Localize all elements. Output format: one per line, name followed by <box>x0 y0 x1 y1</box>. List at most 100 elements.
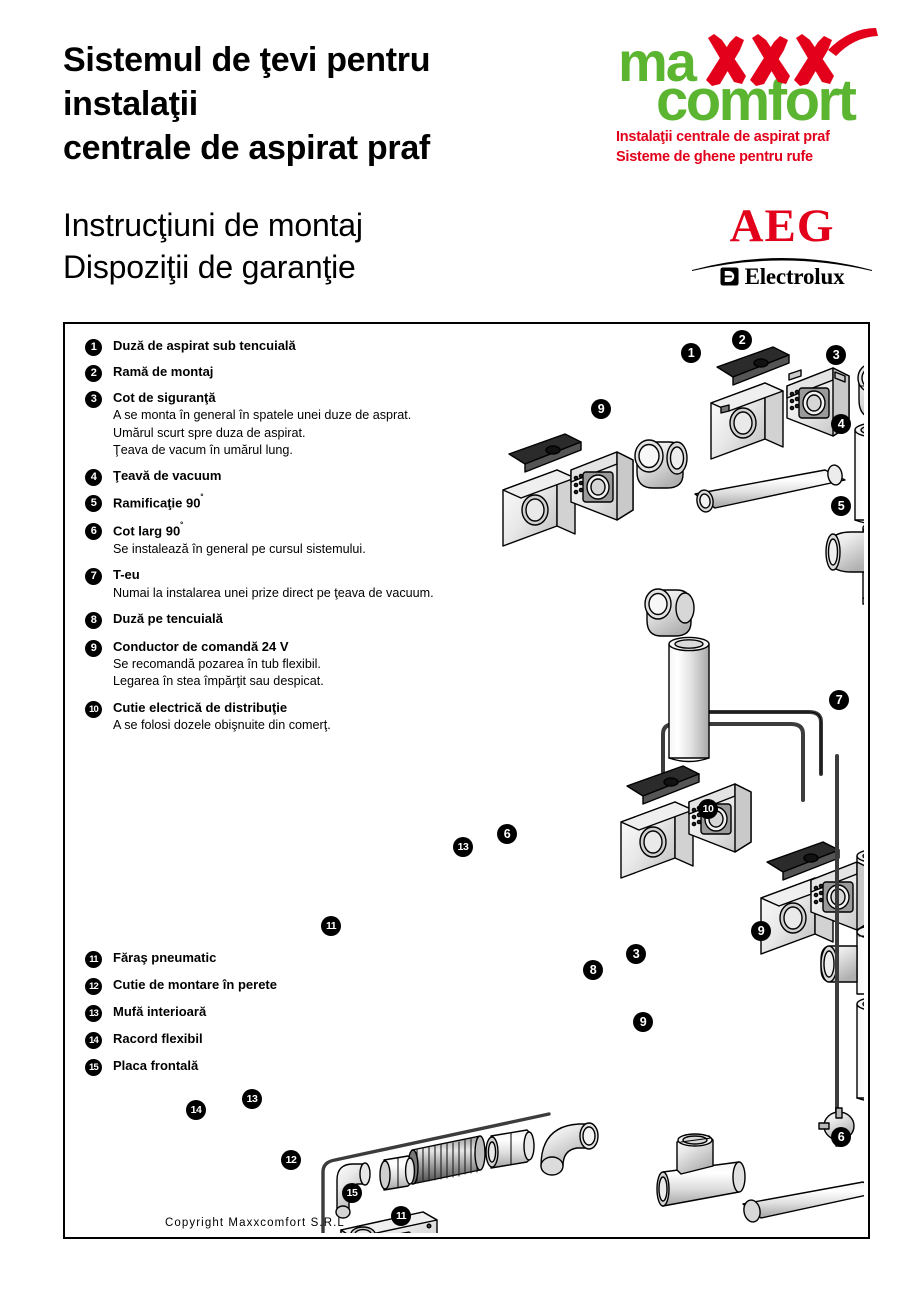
component-dustpan-mid <box>340 1211 438 1233</box>
legend-item-1: 1 Duză de aspirat sub tencuială <box>85 338 505 356</box>
component-inlet-valve-top <box>710 346 790 460</box>
page-subtitle-line-1: Instrucţiuni de montaj <box>63 207 363 243</box>
legend-text-9: Conductor de comandă 24 V Se recomandă p… <box>113 639 324 690</box>
aeg-arc-divider-icon <box>692 258 872 271</box>
diagram-callout-3: 3 <box>826 345 846 365</box>
legend-title-6: Cot larg 90˚ <box>113 522 366 540</box>
tagline-line-1: Instalaţii centrale de aspirat praf <box>616 129 830 145</box>
legend-text-8: Duză pe tencuială <box>113 611 223 627</box>
page-subtitle-line-2: Dispoziţii de garanţie <box>63 249 356 286</box>
component-elbow-row2 <box>644 588 695 637</box>
component-pipe-vertical-right-lower <box>856 998 864 1101</box>
legend-title-15: Placa frontală <box>113 1058 199 1073</box>
legend-title-14: Racord flexibil <box>113 1031 203 1046</box>
diagram-callout-3: 3 <box>626 944 646 964</box>
legend-badge-4: 4 <box>85 469 102 487</box>
legend-item-2: 2 Ramă de montaj <box>85 364 505 382</box>
logo-text-ma: ma <box>618 30 697 93</box>
legend-title-6-text: Cot larg 90 <box>113 523 181 539</box>
component-vacuum-pipe-top <box>854 423 864 524</box>
page-title-line-1: Sistemul de ţevi pentru <box>63 41 431 79</box>
legend-title-5-text: Ramificaţie 90 <box>113 495 201 511</box>
legend-desc-7-line-1: Numai la instalarea unei prize direct pe… <box>113 585 434 600</box>
component-mounting-frame-left-2 <box>688 783 752 853</box>
component-pipe-horizontal-1 <box>694 464 846 513</box>
copyright-notice: Copyright Maxxcomfort S.R.L <box>165 1217 345 1229</box>
legend-title-2: Ramă de montaj <box>113 364 214 379</box>
diagram-callout-2: 2 <box>732 330 752 350</box>
legend-text-2: Ramă de montaj <box>113 364 213 380</box>
legend-text-14: Racord flexibil <box>113 1031 203 1047</box>
component-inlet-valve-left-2 <box>620 765 700 879</box>
component-sleeve-left-mid <box>379 1155 416 1191</box>
diagram-callout-1: 1 <box>681 343 701 363</box>
legend-badge-10: 10 <box>85 700 102 718</box>
component-sleeve-13-mid <box>485 1129 535 1169</box>
legend-item-10: 10 Cutie electrică de distribuţie A se f… <box>85 700 505 734</box>
diagram-callout-11: 11 <box>321 916 341 936</box>
component-inlet-valve-left-1 <box>502 433 582 547</box>
page-title: Sistemul de ţevi pentru instalaţii centr… <box>63 38 603 171</box>
page-title-line-2: instalaţii <box>63 85 198 124</box>
legend-title-13: Mufă interioară <box>113 1004 207 1019</box>
legend-badge-1: 1 <box>85 339 102 356</box>
legend-item-3: 3 Cot de siguranţă A se monta în general… <box>85 390 505 458</box>
legend-desc-6-line-1: Se instalează în general pe cursul siste… <box>113 541 366 556</box>
page-title-line-3: centrale de aspirat praf <box>63 129 430 168</box>
electrolux-brand-text: Electrolux <box>744 264 845 289</box>
legend-item-14: 14 Racord flexibil <box>85 1031 505 1049</box>
component-elbow-wide-mid <box>540 1122 599 1176</box>
legend-badge-12: 12 <box>85 978 102 995</box>
aeg-brand-text: AEG <box>729 200 835 252</box>
legend-title-8: Duză pe tencuială <box>113 610 223 626</box>
legend-title-11: Făraş pneumatic <box>113 950 217 965</box>
legend-text-5: Ramificaţie 90˚ <box>113 494 204 512</box>
legend-title-7: T-eu <box>113 567 140 583</box>
component-elbow-mid-left <box>634 439 688 489</box>
component-safety-elbow-top <box>857 365 864 416</box>
maxxcomfort-tagline: Instalaţii centrale de aspirat praf Sist… <box>616 128 874 167</box>
legend-list-top: 1 Duză de aspirat sub tencuială 2 Ramă d… <box>85 338 505 741</box>
diagram-callout-12: 12 <box>281 1150 301 1170</box>
diagram-callout-4: 4 <box>831 414 851 434</box>
component-pipe-horizontal-row3 <box>742 1181 864 1223</box>
component-pipe-vertical-row2 <box>668 636 710 763</box>
legend-badge-9: 9 <box>85 639 102 657</box>
diagram-callout-6: 6 <box>831 1127 851 1147</box>
legend-desc-3-line-3: Ţeava de vacum în umărul lung. <box>113 442 293 457</box>
legend-item-5: 5 Ramificaţie 90˚ <box>85 494 505 513</box>
legend-title-3: Cot de siguranţă <box>113 390 216 405</box>
diagram-callout-5: 5 <box>831 496 851 516</box>
component-mounting-frame-left-1 <box>570 451 634 521</box>
legend-item-13: 13 Mufă interioară <box>85 1004 505 1022</box>
legend-badge-3: 3 <box>85 391 102 408</box>
diagram-callout-10: 10 <box>698 799 718 819</box>
tagline-line-2: Sisteme de ghene pentru rufe <box>616 148 813 165</box>
legend-title-5: Ramificaţie 90˚ <box>113 494 204 512</box>
diagram-callout-13: 13 <box>242 1089 262 1109</box>
legend-badge-2: 2 <box>85 365 102 382</box>
electrolux-lockup: Electrolux <box>693 265 871 288</box>
diagram-callout-15: 15 <box>342 1183 362 1203</box>
legend-title-9: Conductor de comandă 24 V <box>113 638 289 654</box>
aeg-electrolux-logo: AEG Electrolux <box>692 200 872 298</box>
legend-badge-15: 15 <box>85 1059 102 1076</box>
component-tee-center <box>656 1133 746 1207</box>
electrolux-square-mark-icon <box>720 267 739 286</box>
legend-desc-3-line-2: Umărul scurt spre duza de aspirat. <box>113 425 306 440</box>
legend-text-12: Cutie de montare în perete <box>113 977 277 993</box>
legend-badge-7: 7 <box>85 568 102 586</box>
legend-desc-10-line-1: A se folosi dozele obişnuite din comerţ. <box>113 718 331 733</box>
legend-item-12: 12 Cutie de montare în perete <box>85 977 505 995</box>
legend-text-13: Mufă interioară <box>113 1004 206 1020</box>
legend-badge-11: 11 <box>85 951 102 968</box>
pipe-system-illustration <box>65 324 864 1233</box>
diagram-callout-11: 11 <box>391 1206 411 1226</box>
legend-desc-9-line-2: Legarea în stea împărţit sau despicat. <box>113 674 324 689</box>
diagram-callout-9: 9 <box>633 1012 653 1032</box>
legend-title-12: Cutie de montare în perete <box>113 977 277 992</box>
legend-text-10: Cutie electrică de distribuţie A se folo… <box>113 700 331 734</box>
legend-degree-6: ˚ <box>180 522 184 534</box>
diagram-callout-9: 9 <box>751 921 771 941</box>
